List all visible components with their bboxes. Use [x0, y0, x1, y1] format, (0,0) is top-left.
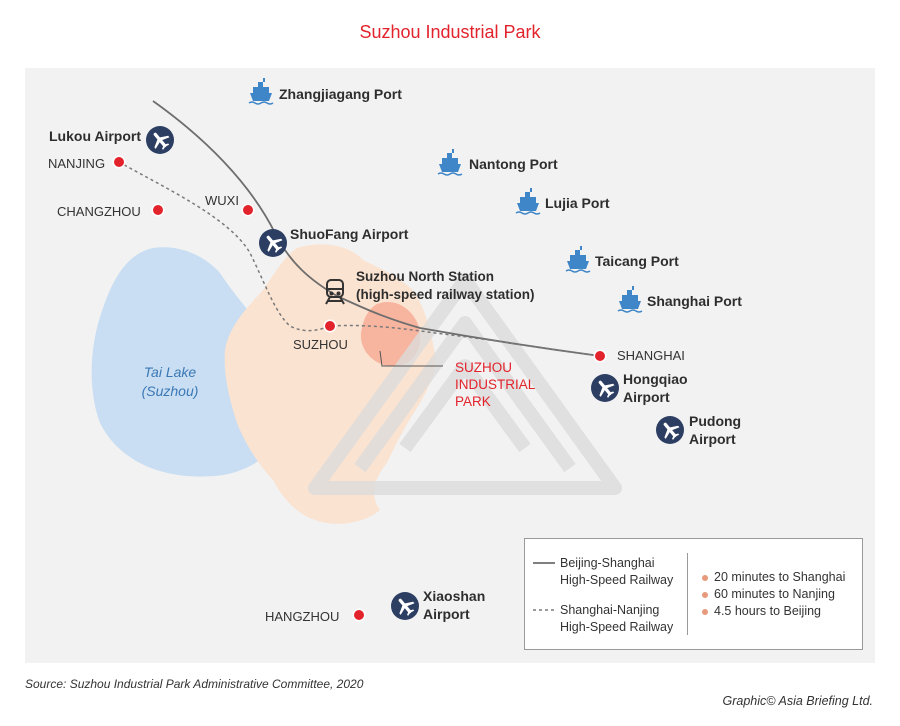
park-pointer-line [379, 350, 443, 367]
port-icon [617, 285, 643, 313]
label-pudong-airport-line1: Pudong [689, 413, 742, 429]
label-station-line2: (high-speed railway station) [356, 287, 535, 302]
label-park-line3: PARK [455, 394, 491, 409]
label-hongqiao-airport-line1: Hongqiao [623, 371, 688, 387]
city-marker-changzhou [151, 203, 165, 217]
shanghai-nanjing-railway [118, 161, 601, 357]
legend-divider [687, 553, 688, 635]
label-wuxi: WUXI [205, 193, 239, 208]
label-lujia-port: Lujia Port [545, 195, 610, 211]
legend-fact: 60 minutes to Nanjing [714, 587, 835, 601]
city-marker-suzhou [323, 319, 337, 333]
label-shanghai: SHANGHAI [617, 348, 685, 363]
legend-box: Beijing-Shanghai High-Speed Railway Shan… [524, 538, 863, 650]
label-pudong-airport-line2: Airport [689, 431, 736, 447]
airport-icon [259, 229, 287, 257]
airport-icon [146, 126, 174, 154]
watermark-logo [308, 273, 622, 495]
legend-nanjing-line2: High-Speed Railway [560, 620, 674, 634]
legend-fact: 20 minutes to Shanghai [714, 570, 846, 584]
label-lake-line2: (Suzhou) [141, 383, 199, 399]
legend-fact: 4.5 hours to Beijing [714, 604, 822, 618]
label-suzhou: SUZHOU [293, 337, 348, 352]
train-station-icon [325, 279, 345, 305]
legend-bullet [702, 575, 708, 581]
city-marker-nanjing [112, 155, 126, 169]
label-lukou-airport: Lukou Airport [49, 128, 142, 144]
industrial-park-area [360, 302, 421, 367]
label-shuofang-airport: ShuoFang Airport [290, 226, 409, 242]
legend-bullet [702, 592, 708, 598]
label-park-line2: INDUSTRIAL [455, 377, 536, 392]
port-icon [565, 245, 591, 273]
airport-icon [391, 592, 419, 620]
label-hongqiao-airport-line2: Airport [623, 389, 670, 405]
label-lake-line1: Tai Lake [143, 364, 197, 380]
label-changzhou: CHANGZHOU [57, 204, 141, 219]
airport-icon [656, 416, 684, 444]
map-title: Suzhou Industrial Park [359, 22, 541, 42]
label-station-line1: Suzhou North Station [356, 269, 494, 284]
label-taicang-port: Taicang Port [595, 253, 679, 269]
map-canvas [91, 77, 684, 622]
label-hangzhou: HANGZHOU [265, 609, 340, 624]
port-icon [248, 77, 274, 105]
map-panel: Zhangjiagang Port Nantong Port Lujia Por… [25, 68, 875, 663]
city-marker-wuxi [241, 203, 255, 217]
label-nantong-port: Nantong Port [469, 156, 558, 172]
label-zhangjiagang-port: Zhangjiagang Port [279, 86, 402, 102]
graphic-credit: Graphic© Asia Briefing Ltd. [722, 694, 873, 708]
label-nanjing: NANJING [48, 156, 106, 171]
city-marker-shanghai [593, 349, 607, 363]
legend-beijing-line1: Beijing-Shanghai [560, 556, 655, 570]
source-note: Source: Suzhou Industrial Park Administr… [25, 677, 364, 691]
label-xiaoshan-airport-line1: Xiaoshan [423, 588, 486, 604]
legend-beijing-line2: High-Speed Railway [560, 573, 674, 587]
label-park-line1: SUZHOU [455, 360, 512, 375]
port-icon [515, 187, 541, 215]
legend-nanjing-line1: Shanghai-Nanjing [560, 603, 660, 617]
legend-bullet [702, 609, 708, 615]
legend-line-symbols [533, 562, 555, 611]
label-shanghai-port: Shanghai Port [647, 293, 742, 309]
port-icon [437, 148, 463, 176]
airport-icon [591, 374, 619, 402]
label-xiaoshan-airport-line2: Airport [423, 606, 470, 622]
city-marker-hangzhou [352, 608, 366, 622]
